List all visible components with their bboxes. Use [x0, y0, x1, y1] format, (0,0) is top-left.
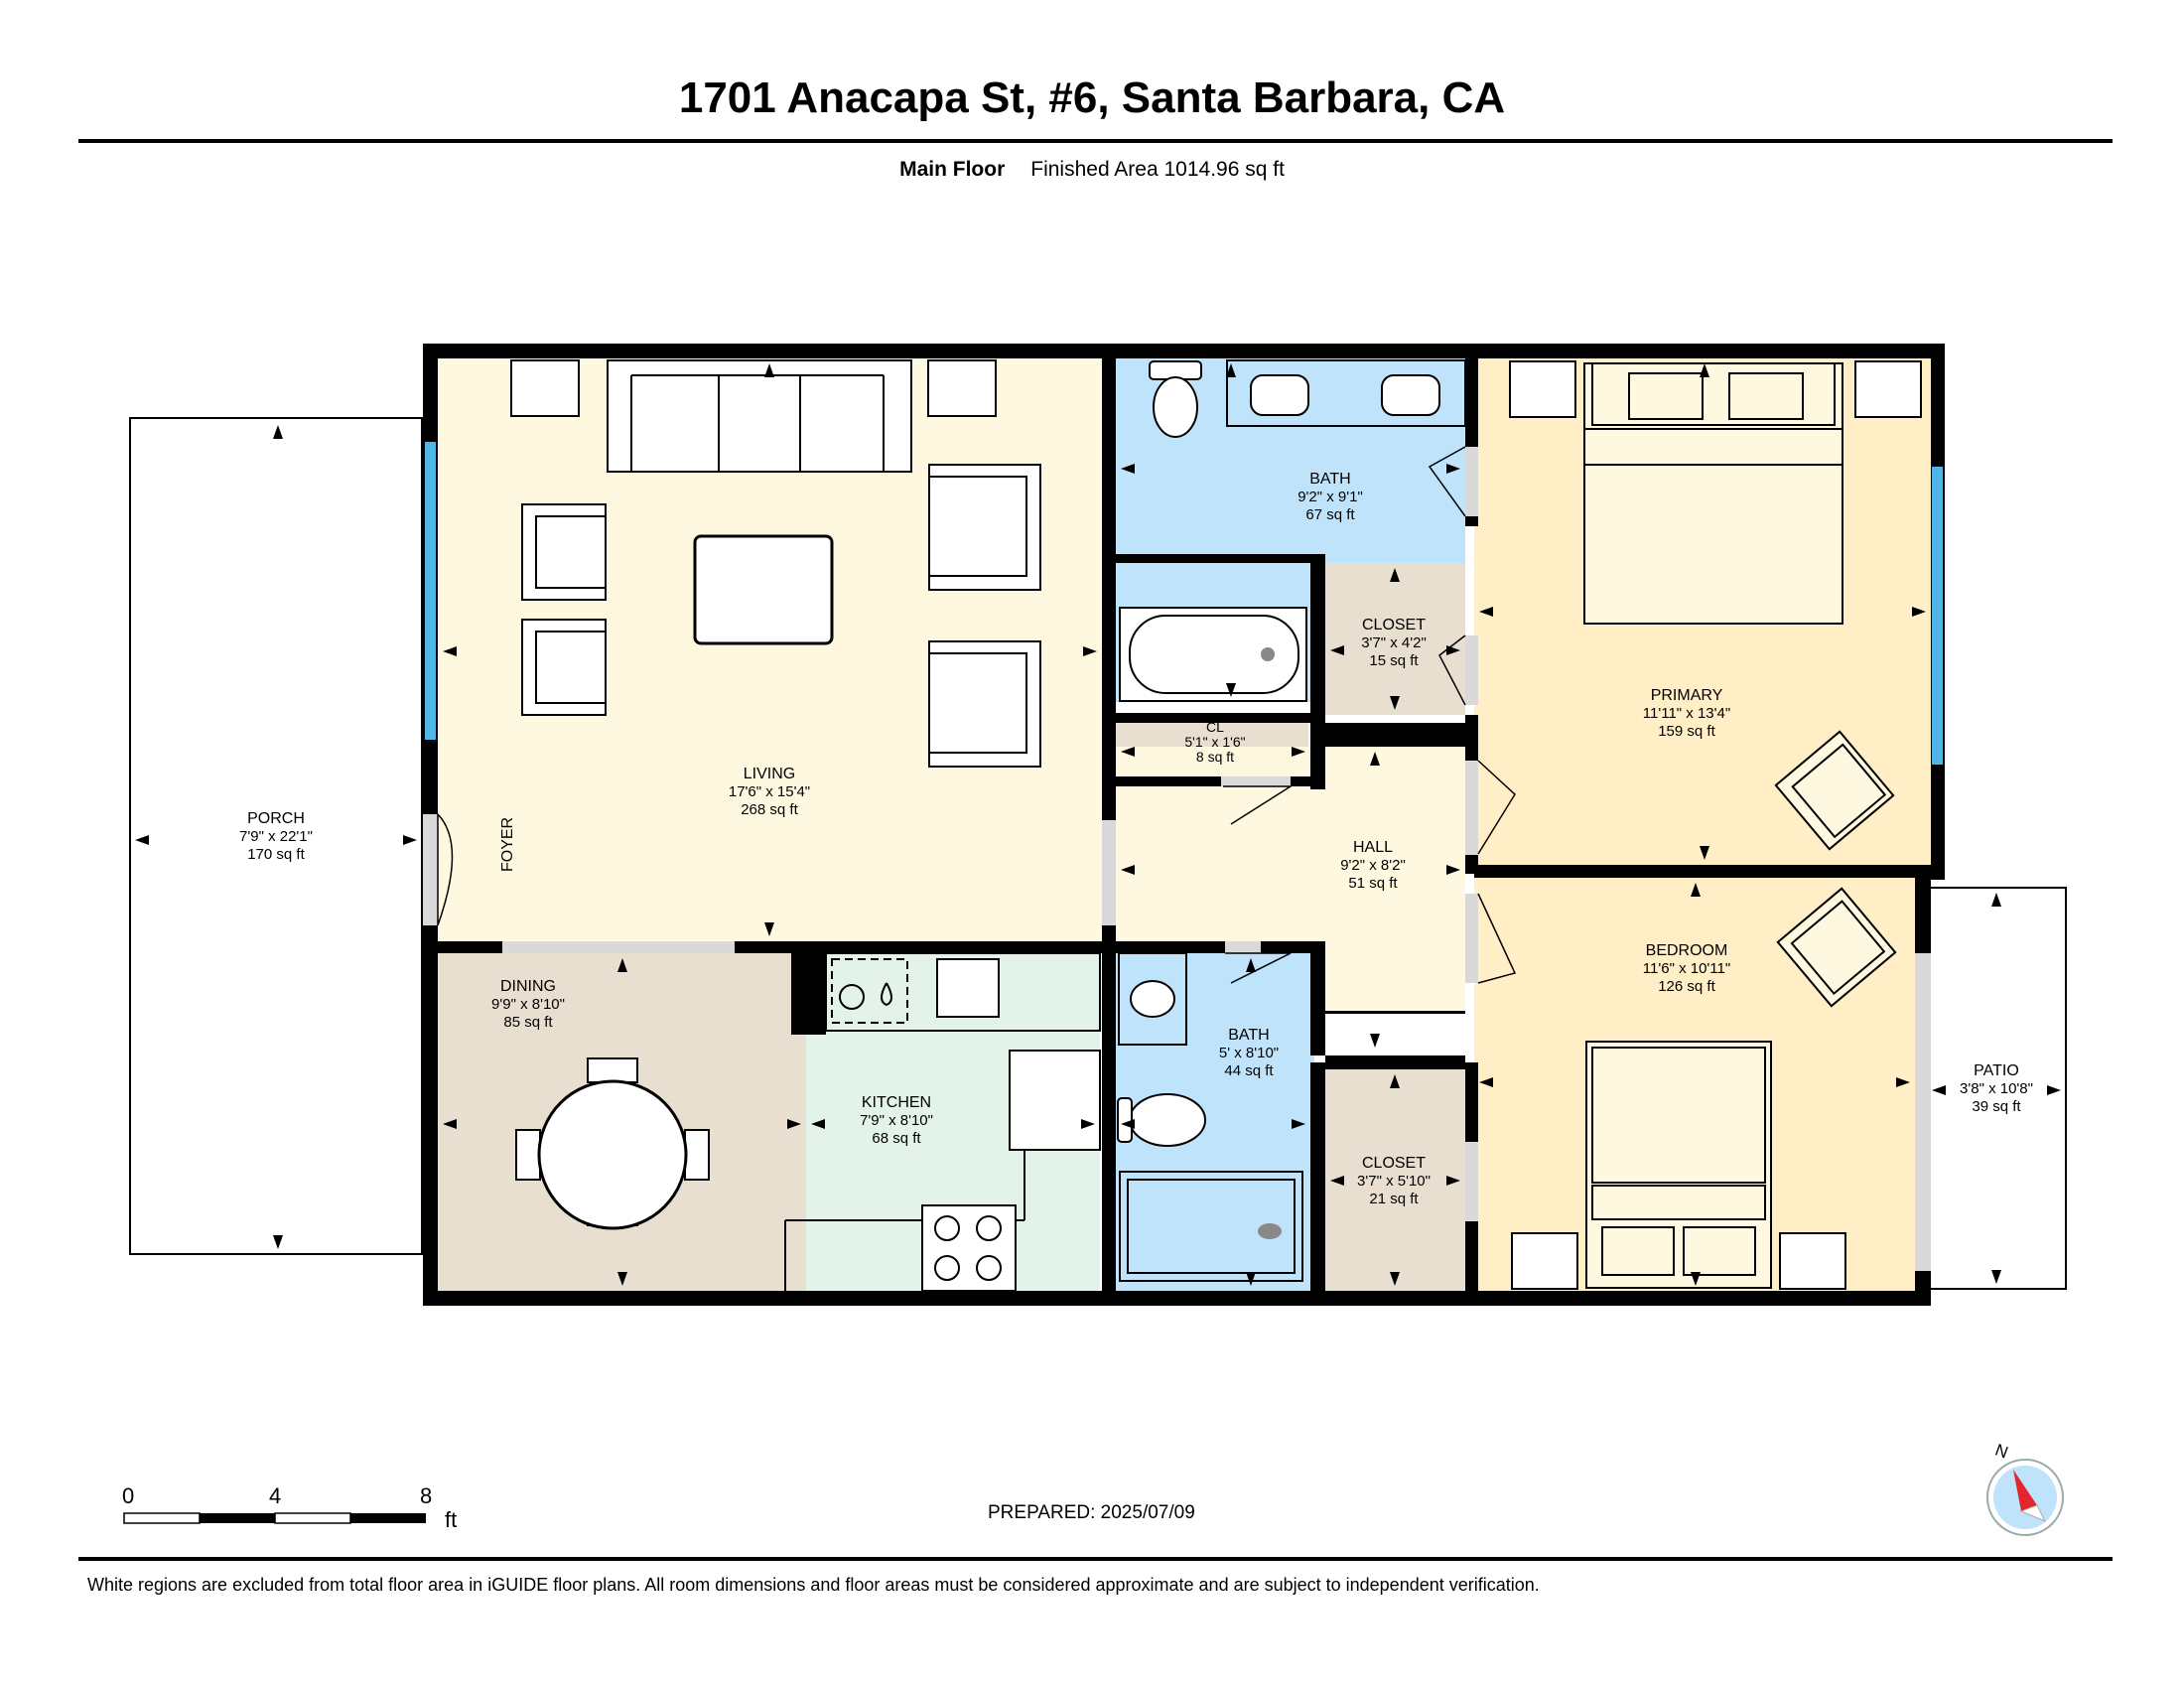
scale-tick-4: 4 — [269, 1483, 282, 1508]
floor-name: Main Floor — [899, 158, 1006, 181]
patio-outline — [1926, 887, 2067, 1290]
windows — [425, 442, 1943, 765]
floor-subtitle: Main Floor Finished Area 1014.96 sq ft — [0, 158, 2184, 182]
bedroom-furniture — [1511, 887, 1897, 1290]
closet1-fill — [1325, 563, 1465, 715]
plan-title: 1701 Anacapa St, #6, Santa Barbara, CA — [678, 73, 1506, 122]
dining-table — [515, 1057, 710, 1230]
room-foyer: FOYER — [499, 816, 516, 872]
prepared-date: PREPARED: 2025/07/09 — [988, 1502, 1195, 1523]
living-furniture — [510, 359, 1041, 768]
hall-ext-fill — [1325, 747, 1465, 1011]
scale-bar — [123, 1512, 426, 1524]
bath1-fixtures — [1119, 359, 1466, 702]
finished-area: Finished Area 1014.96 sq ft — [1030, 158, 1285, 181]
footer-rule — [78, 1557, 2113, 1561]
dimension-arrows — [135, 363, 2061, 1286]
exterior-walls — [423, 344, 1945, 1306]
door-openings — [423, 447, 1931, 1271]
porch-outline — [129, 417, 423, 1255]
primary-furniture — [1509, 360, 1922, 851]
scale-tick-8: 8 — [420, 1483, 433, 1508]
disclaimer-text: White regions are excluded from total fl… — [87, 1575, 1540, 1595]
door-swings — [437, 446, 1517, 984]
scale-unit: ft — [445, 1507, 458, 1532]
title-rule — [78, 139, 2113, 143]
closet2-fill — [1325, 1069, 1465, 1291]
scale-tick-0: 0 — [122, 1483, 135, 1508]
compass-icon — [1986, 1459, 2064, 1536]
bath2-fixtures — [1117, 952, 1303, 1282]
kitchen-fixtures — [784, 952, 1101, 1292]
